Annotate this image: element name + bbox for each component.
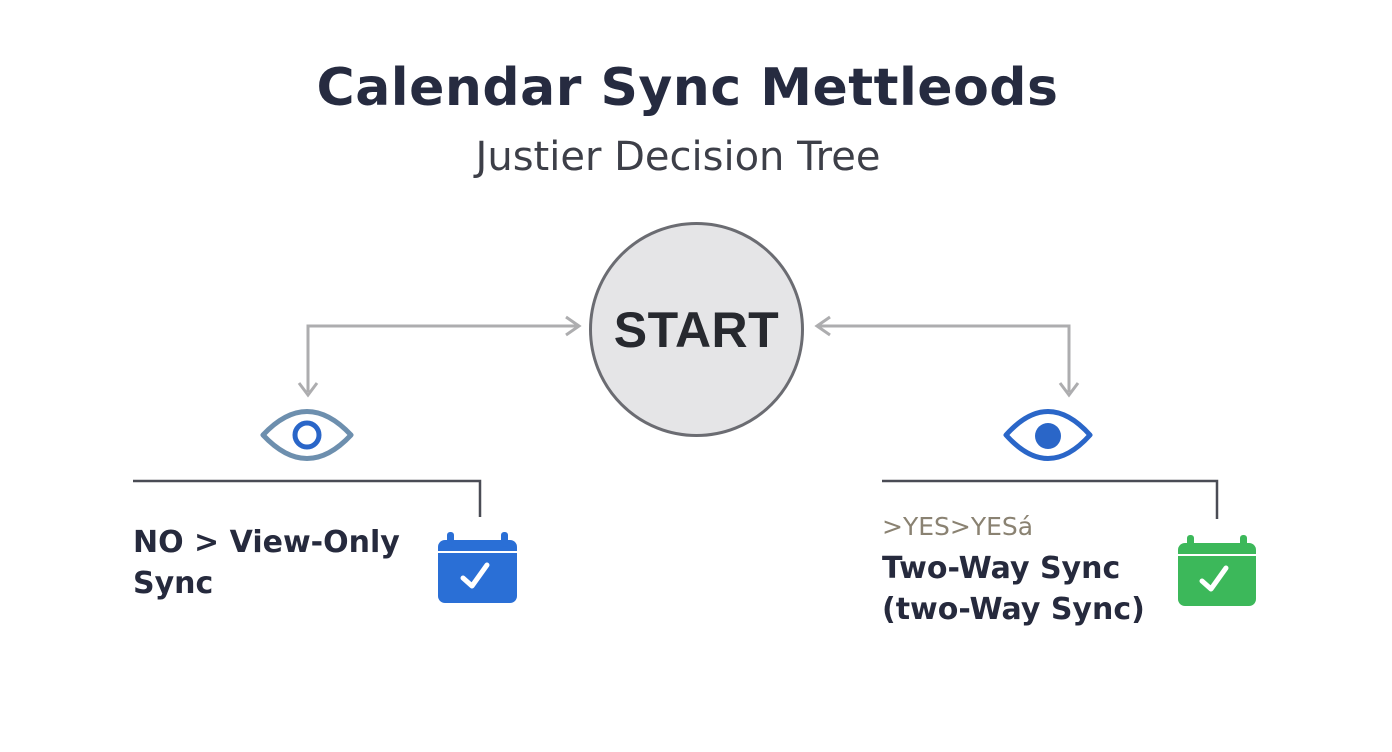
- right-connector: [818, 324, 1071, 392]
- diagram-title: Calendar Sync Mettleods: [316, 58, 1059, 118]
- start-node: START: [589, 222, 804, 437]
- right-branch-label-line2: (two-Way Sync): [882, 592, 1145, 627]
- left-connector-arrowhead-down: [297, 382, 319, 398]
- left-connector: [306, 324, 578, 392]
- diagram-subtitle: Justier Decision Tree: [475, 134, 881, 180]
- left-branch-label: NO > View-Only Sync: [133, 522, 400, 604]
- eye-filled-icon: [1003, 409, 1093, 461]
- left-connector-arrowhead-start: [565, 315, 582, 337]
- left-branch-line: [133, 479, 482, 517]
- right-branch-prefix: >YES>YESá: [882, 512, 1034, 541]
- left-branch-label-line1: NO > View-Only: [133, 525, 400, 560]
- right-branch-label: Two-Way Sync (two-Way Sync): [882, 548, 1145, 630]
- right-connector-arrowhead-down: [1058, 382, 1080, 398]
- start-node-label: START: [613, 301, 780, 358]
- eye-outline-icon: [260, 409, 354, 461]
- right-connector-arrowhead-start: [814, 315, 831, 337]
- right-branch-label-line1: Two-Way Sync: [882, 551, 1121, 586]
- calendar-check-icon: [438, 532, 517, 603]
- right-branch-line: [882, 479, 1219, 519]
- left-branch-label-line2: Sync: [133, 566, 214, 601]
- calendar-check-icon: [1178, 535, 1256, 606]
